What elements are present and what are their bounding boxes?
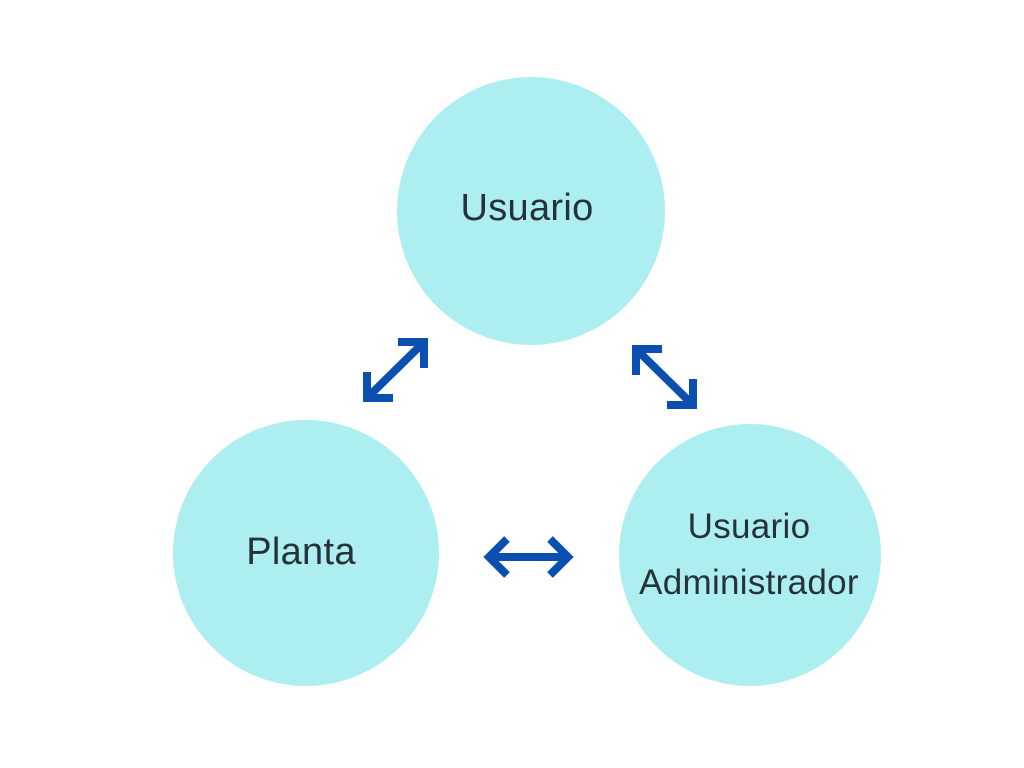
node-planta: Planta xyxy=(173,420,439,686)
node-planta-label: Planta xyxy=(246,531,356,574)
arrow-usuario-planta xyxy=(363,338,428,402)
node-usuario: Usuario xyxy=(397,77,665,345)
node-admin-label-line2: Administrador xyxy=(639,563,859,602)
arrow-usuario-admin xyxy=(632,345,697,409)
node-usuario-label: Usuario xyxy=(460,186,594,229)
arrow-planta-admin xyxy=(483,536,574,578)
node-admin-label-line1: Usuario xyxy=(687,507,811,546)
node-usuario-administrador: Usuario Administrador xyxy=(619,424,881,686)
